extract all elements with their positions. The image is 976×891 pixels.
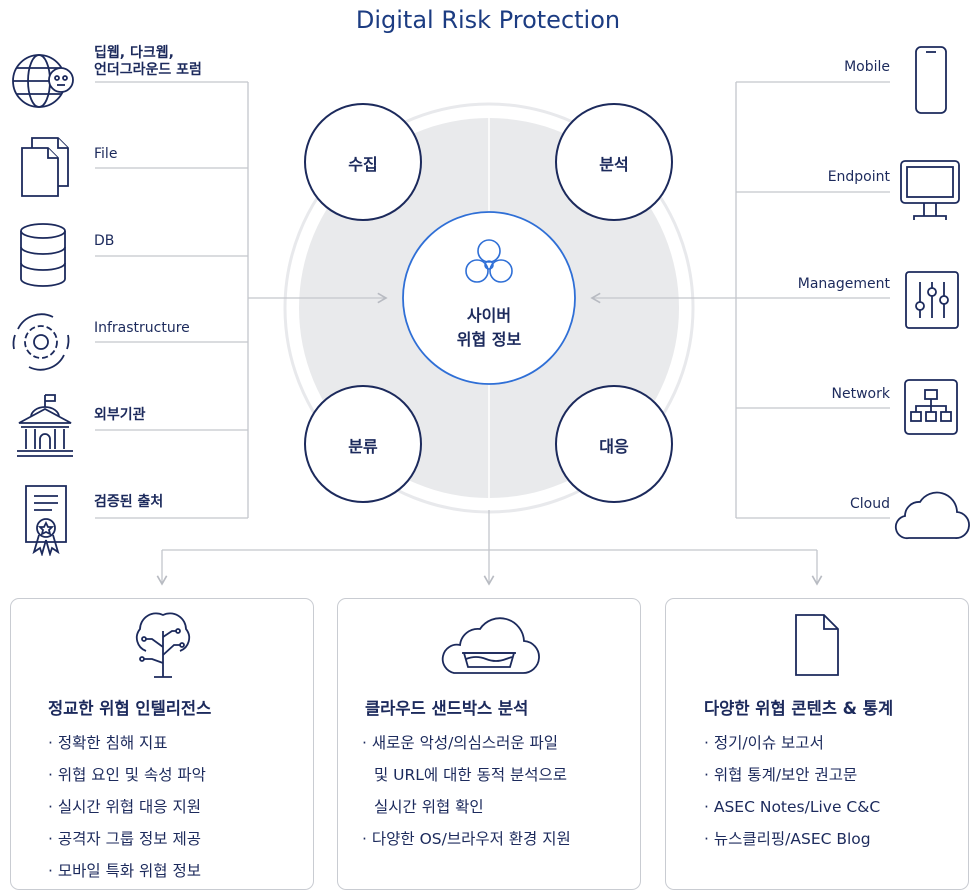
source-endpoint-label: Endpoint [827, 169, 890, 185]
list-item: · 모바일 특화 위협 정보 [48, 862, 201, 880]
source-db-label: DB [94, 233, 115, 249]
card-cloud-sandbox-list: · 새로운 악성/의심스러운 파일 및 URL에 대한 동적 분석으로 실시간 … [362, 727, 571, 855]
card-threat-intel: 정교한 위협 인텔리전스 · 정확한 침해 지표 · 위협 요인 및 속성 파악… [10, 598, 314, 890]
list-item: · 위협 요인 및 속성 파악 [48, 766, 206, 784]
list-item: · 정기/이슈 보고서 [704, 734, 824, 752]
list-item-text: 모바일 특화 위협 정보 [57, 862, 201, 880]
biohazard-icon [465, 239, 513, 283]
left-connectors [95, 81, 388, 519]
stage-classify-label: 분류 [348, 437, 378, 456]
list-item: · 실시간 위협 대응 지원 [48, 798, 201, 816]
source-file-label: File [94, 146, 118, 162]
source-verified-label: 검증된 출처 [94, 494, 164, 510]
list-item-text: 새로운 악성/의심스러운 파일 [371, 734, 559, 752]
globe-skull-icon [12, 54, 74, 108]
card-threat-content-list: · 정기/이슈 보고서 · 위협 통계/보안 권고문 · ASEC Notes/… [704, 727, 880, 855]
source-darkweb-line1: 딥웹, 다크웹, [94, 45, 174, 61]
center-label: 사이버 위협 정보 [399, 304, 579, 352]
stage-collect-label: 수집 [348, 155, 378, 174]
stage-circle-collect [304, 103, 422, 221]
cloud-icon [894, 491, 970, 540]
card-threat-intel-list: · 정확한 침해 지표 · 위협 요인 및 속성 파악 · 실시간 위협 대응 … [48, 727, 206, 887]
list-item-text-continued: 및 URL에 대한 동적 분석으로 [374, 766, 568, 784]
page-title: Digital Risk Protection [355, 6, 621, 34]
list-item-text: 공격자 그룹 정보 제공 [57, 830, 201, 848]
card-threat-content-title: 다양한 위협 콘텐츠 & 통계 [704, 699, 894, 718]
source-network-label: Network [831, 386, 890, 402]
source-infrastructure-label: Infrastructure [94, 320, 190, 336]
certificate-icon [25, 485, 67, 556]
stage-analyze-label: 분석 [599, 155, 629, 174]
list-item-text: 위협 요인 및 속성 파악 [57, 766, 206, 784]
list-item-text: 뉴스클리핑/ASEC Blog [713, 830, 871, 848]
cloud-sandbox-icon [441, 617, 540, 674]
card-threat-intel-title: 정교한 위협 인텔리전스 [48, 699, 212, 718]
sliders-icon [905, 271, 959, 329]
list-item: · 공격자 그룹 정보 제공 [48, 830, 201, 848]
tree-circuit-icon [135, 612, 191, 678]
infrastructure-gear-icon [12, 313, 70, 371]
list-item-text: 위협 통계/보안 권고문 [713, 766, 858, 784]
list-item: · 위협 통계/보안 권고문 [704, 766, 858, 784]
list-item: · 새로운 악성/의심스러운 파일 및 URL에 대한 동적 분석으로 실시간 … [362, 727, 571, 823]
center-label-line1: 사이버 [466, 306, 512, 325]
source-cloud-label: Cloud [850, 496, 890, 512]
list-item: · 다양한 OS/브라우저 환경 지원 [362, 830, 571, 848]
database-icon [20, 223, 66, 287]
stage-respond-label: 대응 [599, 437, 629, 456]
card-threat-content: 다양한 위협 콘텐츠 & 통계 · 정기/이슈 보고서 · 위협 통계/보안 권… [665, 598, 969, 890]
center-label-line2: 위협 정보 [456, 330, 522, 349]
center-circle [402, 211, 576, 385]
stage-circle-respond [555, 385, 673, 503]
list-item-text: ASEC Notes/Live C&C [713, 798, 881, 816]
list-item-text: 정기/이슈 보고서 [713, 734, 824, 752]
card-cloud-sandbox: 클라우드 샌드박스 분석 · 새로운 악성/의심스러운 파일 및 URL에 대한… [337, 598, 641, 890]
card-cloud-sandbox-title: 클라우드 샌드박스 분석 [365, 699, 529, 718]
mobile-icon [915, 46, 947, 114]
source-darkweb-label: 딥웹, 다크웹, 언더그라운드 포럼 [94, 45, 202, 79]
list-item-text: 다양한 OS/브라우저 환경 지원 [371, 830, 571, 848]
monitor-icon [900, 160, 960, 220]
diagram-canvas [95, 81, 890, 586]
bottom-connectors [156, 510, 823, 586]
stage-circle-analyze [555, 103, 673, 221]
list-item-text: 정확한 침해 지표 [57, 734, 168, 752]
source-management-label: Management [797, 276, 890, 292]
source-external-agency-label: 외부기관 [94, 407, 146, 423]
list-item: · 정확한 침해 지표 [48, 734, 168, 752]
network-icon [904, 379, 958, 435]
document-icon [795, 614, 839, 676]
source-mobile-label: Mobile [844, 59, 890, 75]
list-item-text-continued: 실시간 위협 확인 [374, 798, 484, 816]
source-darkweb-line2: 언더그라운드 포럼 [94, 62, 202, 78]
right-connectors [590, 81, 890, 519]
stage-circle-classify [304, 385, 422, 503]
government-building-icon [17, 394, 73, 457]
list-item: · 뉴스클리핑/ASEC Blog [704, 830, 871, 848]
list-item-text: 실시간 위협 대응 지원 [57, 798, 201, 816]
files-icon [21, 137, 69, 197]
list-item: · ASEC Notes/Live C&C [704, 798, 881, 816]
